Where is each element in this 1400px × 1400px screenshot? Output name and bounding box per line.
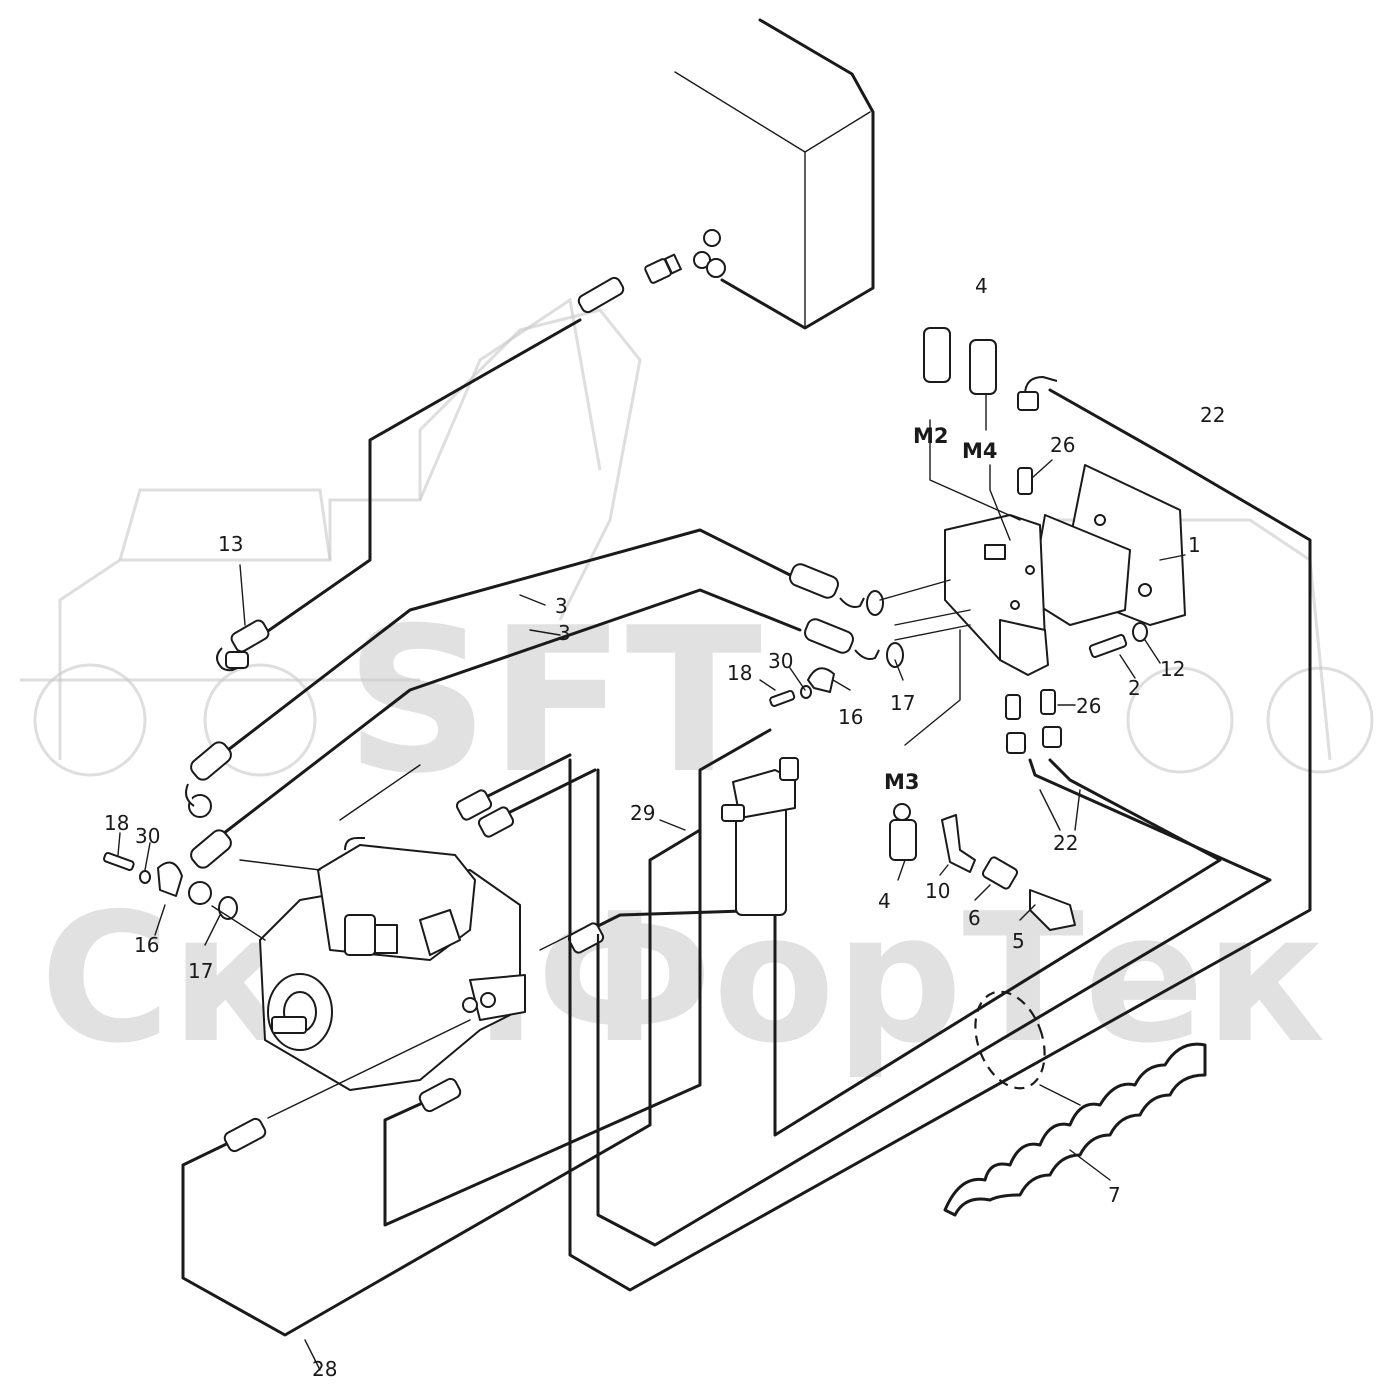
callout-3-lower: 3 — [558, 621, 571, 645]
callout-labels: 1 2 3 3 4 4 5 6 7 10 12 13 16 16 17 17 1… — [104, 274, 1225, 1381]
callout-28: 28 — [312, 1357, 337, 1381]
watermark: SFT СкайФорТек — [20, 297, 1374, 1082]
hydraulic-tank — [674, 18, 875, 330]
callout-29: 29 — [630, 801, 655, 825]
callout-30-left: 30 — [135, 824, 160, 848]
pressure-filter — [721, 757, 799, 916]
port-label-m2: M2 — [913, 424, 949, 448]
main-hydraulic-pump — [259, 837, 526, 1091]
fitting-26 — [1005, 467, 1056, 720]
port-labels: M2 M3 M4 — [884, 424, 998, 794]
callout-17-right: 17 — [890, 691, 915, 715]
port-label-m3: M3 — [884, 770, 920, 794]
tank-fittings — [644, 229, 726, 284]
watermark-logo-text: SFT — [345, 585, 762, 818]
callout-26-bottom: 26 — [1076, 694, 1101, 718]
callout-18-left: 18 — [104, 811, 129, 835]
callout-7: 7 — [1108, 1183, 1121, 1207]
callout-6: 6 — [968, 906, 981, 930]
callout-12: 12 — [1160, 657, 1185, 681]
elbow-10-adapter-6-coupling-5 — [941, 814, 1076, 931]
hose-3-upper — [185, 528, 884, 818]
callout-16-left: 16 — [134, 933, 159, 957]
callout-13: 13 — [218, 532, 243, 556]
callout-4-top: 4 — [975, 274, 988, 298]
watermark-company-text: СкайФорТек — [40, 875, 1325, 1082]
hose-22 — [568, 376, 1312, 1292]
hydraulic-motor-1 — [944, 464, 1186, 676]
callout-2: 2 — [1128, 676, 1141, 700]
hose-3-lower — [188, 588, 904, 905]
callout-22-top: 22 — [1200, 403, 1225, 427]
hose-pump-outlets — [455, 753, 605, 954]
check-valves-4 — [889, 327, 997, 861]
callout-1: 1 — [1188, 533, 1201, 557]
callout-26-top: 26 — [1050, 433, 1075, 457]
callout-30-right: 30 — [768, 649, 793, 673]
callout-3-upper: 3 — [555, 594, 568, 618]
watermark-machine-outline — [20, 297, 1374, 777]
hose-13 — [216, 276, 625, 672]
callout-5: 5 — [1012, 929, 1025, 953]
pipe-break-marks — [568, 900, 600, 1160]
callout-16-right: 16 — [838, 705, 863, 729]
callout-18-right: 18 — [727, 661, 752, 685]
port-label-m4: M4 — [962, 439, 998, 463]
callout-22-bottom: 22 — [1053, 831, 1078, 855]
spiral-hose-guard-7 — [943, 990, 1207, 1217]
leader-lines — [117, 394, 1186, 1371]
callout-10: 10 — [925, 879, 950, 903]
hose-28 — [181, 728, 772, 1337]
callout-17-left: 17 — [188, 959, 213, 983]
callout-4-bottom: 4 — [878, 889, 891, 913]
